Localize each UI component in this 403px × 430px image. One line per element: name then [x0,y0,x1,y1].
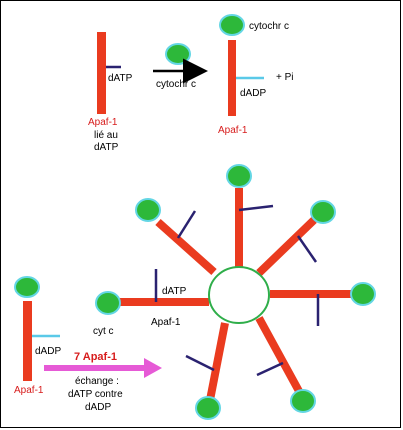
apaf1-monomer-bottom: dADP Apaf-1 [14,276,61,396]
arrow-shaft [44,365,146,371]
cytochrome-ball [135,198,161,222]
datp-line [176,210,197,239]
arrow-head [144,358,162,378]
dadp-label: dADP [35,346,61,357]
apaf1-label: Apaf-1 [88,117,118,128]
spoke-bar [255,316,304,395]
cytochrome-ball [350,282,376,306]
apaf1-label: Apaf-1 [151,317,181,328]
bound-label-line1: lié au [94,130,118,141]
dadp-label: dADP [240,88,266,99]
exchange-line2: dATP contre [68,389,123,400]
cytochrome-label: cytochr c [249,21,289,32]
pi-label: + Pi [276,72,294,83]
cytochrome-ball [95,291,121,315]
exchange-line1: échange : [75,376,119,387]
apaf1-monomer-datp: dATP Apaf-1 lié au dATP [88,32,133,153]
cytochrome-ball [226,164,252,188]
apaf1-bar [228,40,236,116]
apaf1-label: Apaf-1 [14,385,44,396]
cytochrome-ball [165,43,191,65]
exchange-arrow: 7 Apaf-1 échange : dATP contre dADP [44,351,162,413]
cytochrome-binding-arrow: cytochr c [153,43,208,90]
cytochrome-ball [14,276,40,298]
cytochrome-ball [310,200,336,224]
cytc-label: cyt c [93,326,114,337]
datp-label: dATP [108,73,133,84]
cytochrome-ball [219,14,245,36]
cytochrome-ball [290,389,316,413]
spoke-bar [256,217,317,276]
datp-line [185,354,215,372]
exchange-line3: dADP [85,402,111,413]
spoke-bar [155,219,217,275]
bound-label-line2: dATP [94,142,119,153]
arrow-label: cytochr c [156,79,196,90]
cytochrome-ball [195,396,221,420]
apaf1-label: Apaf-1 [218,125,248,136]
apoptosome-wheel: dATP cyt c Apaf-1 [93,164,376,420]
central-hub [208,266,270,324]
count-label: 7 Apaf-1 [74,351,117,363]
apaf1-bar [97,32,106,114]
spoke-bar [206,322,229,401]
datp-label: dATP [162,286,187,297]
apaf1-bar [23,301,32,381]
datp-line [256,361,284,377]
datp-line [296,235,318,263]
apaf1-monomer-dadp: cytochr c + Pi dADP Apaf-1 [218,14,294,136]
datp-line [238,204,274,212]
